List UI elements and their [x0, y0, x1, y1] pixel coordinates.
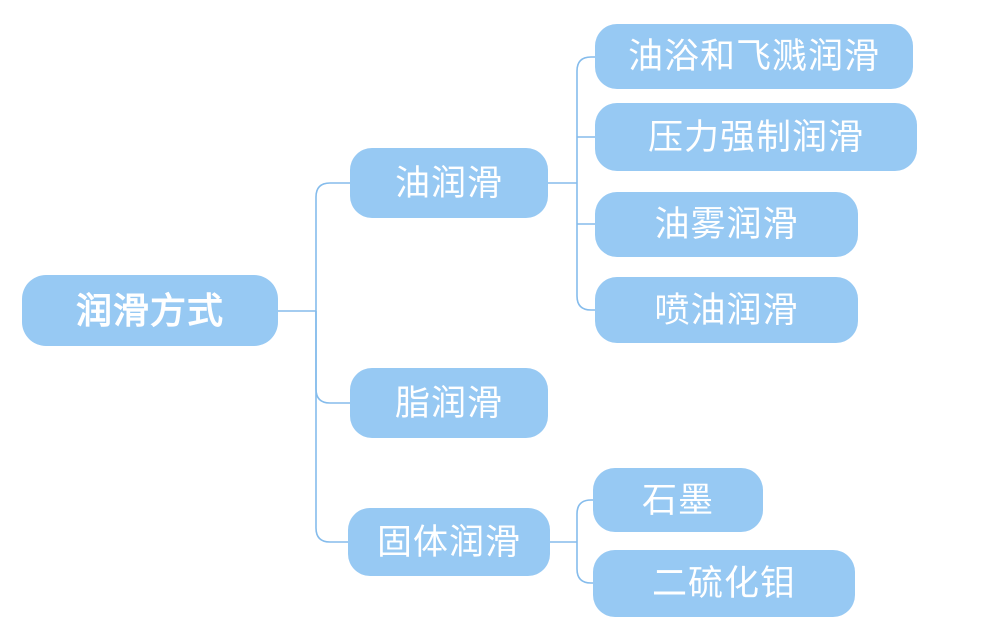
node-pressure-forced-lubrication[interactable]: 压力强制润滑	[595, 103, 917, 171]
node-grease-lubrication[interactable]: 脂润滑	[350, 368, 548, 438]
node-label: 油雾润滑	[654, 205, 799, 244]
node-label: 固体润滑	[376, 522, 521, 562]
node-oil-jet-lubrication[interactable]: 喷油润滑	[595, 277, 858, 343]
node-label: 喷油润滑	[654, 290, 799, 330]
node-graphite[interactable]: 石墨	[593, 468, 763, 532]
node-label: 压力强制润滑	[647, 117, 864, 157]
node-oil-bath-splash-lubrication[interactable]: 油浴和飞溅润滑	[595, 24, 913, 89]
node-lubrication-methods[interactable]: 润滑方式	[22, 275, 278, 346]
node-label: 二硫化钼	[651, 564, 796, 603]
node-label: 润滑方式	[75, 289, 224, 331]
node-label: 脂润滑	[394, 383, 503, 423]
node-molybdenum-disulfide[interactable]: 二硫化钼	[593, 550, 855, 617]
node-oil-mist-lubrication[interactable]: 油雾润滑	[595, 192, 858, 257]
node-label: 油润滑	[394, 163, 503, 203]
node-label: 油浴和飞溅润滑	[627, 37, 880, 76]
node-label: 石墨	[641, 480, 714, 520]
node-solid-lubrication[interactable]: 固体润滑	[348, 508, 550, 576]
node-oil-lubrication[interactable]: 油润滑	[350, 148, 548, 218]
